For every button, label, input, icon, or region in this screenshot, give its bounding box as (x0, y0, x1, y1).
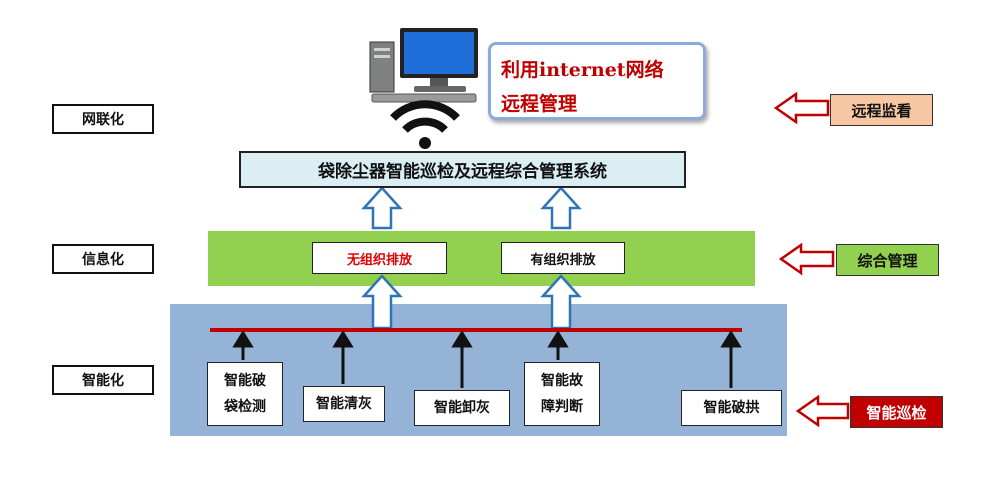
organized-emission-box: 有组织排放 (501, 242, 625, 274)
level-label-intelligent: 智能化 (52, 365, 154, 395)
internet-note-line2: 远程管理 (501, 93, 578, 115)
module-ash-cleaning: 智能清灰 (303, 386, 385, 422)
module-arrows (232, 330, 742, 388)
up-arrow-icon (361, 186, 403, 230)
information-layer-band (208, 231, 755, 286)
system-title-box: 袋除尘器智能巡检及远程综合管理系统 (239, 151, 686, 188)
module-fault-diagnosis: 智能故 障判断 (524, 362, 600, 426)
left-arrow-icon (773, 91, 830, 125)
module-fault-diagnosis-line2: 障判断 (541, 399, 583, 415)
internet-note-line1: 利用internet网络 (501, 59, 664, 81)
left-arrow-icon (778, 242, 835, 276)
module-ash-unloading: 智能卸灰 (414, 390, 510, 426)
module-bag-detection: 智能破 袋检测 (207, 362, 283, 426)
computer-icon (369, 28, 478, 103)
internet-remote-note: 利用internet网络 远程管理 (488, 42, 706, 120)
wifi-icon (390, 100, 460, 149)
module-arch-breaking: 智能破拱 (681, 390, 782, 426)
module-bag-detection-line1: 智能破 (224, 373, 266, 389)
level-label-information: 信息化 (52, 244, 154, 274)
unorganized-emission-box: 无组织排放 (312, 242, 447, 274)
module-bag-detection-line2: 袋检测 (224, 399, 266, 415)
left-arrow-icon (795, 394, 850, 428)
module-fault-diagnosis-line1: 智能故 (541, 373, 583, 389)
up-arrow-icon (361, 274, 403, 330)
up-arrow-icon (540, 186, 582, 230)
level-label-network: 网联化 (52, 104, 154, 134)
up-arrow-icon (540, 274, 582, 330)
tag-remote-monitoring: 远程监看 (830, 94, 933, 126)
tag-smart-inspection: 智能巡检 (850, 396, 943, 428)
tag-integrated-management: 综合管理 (836, 244, 939, 276)
